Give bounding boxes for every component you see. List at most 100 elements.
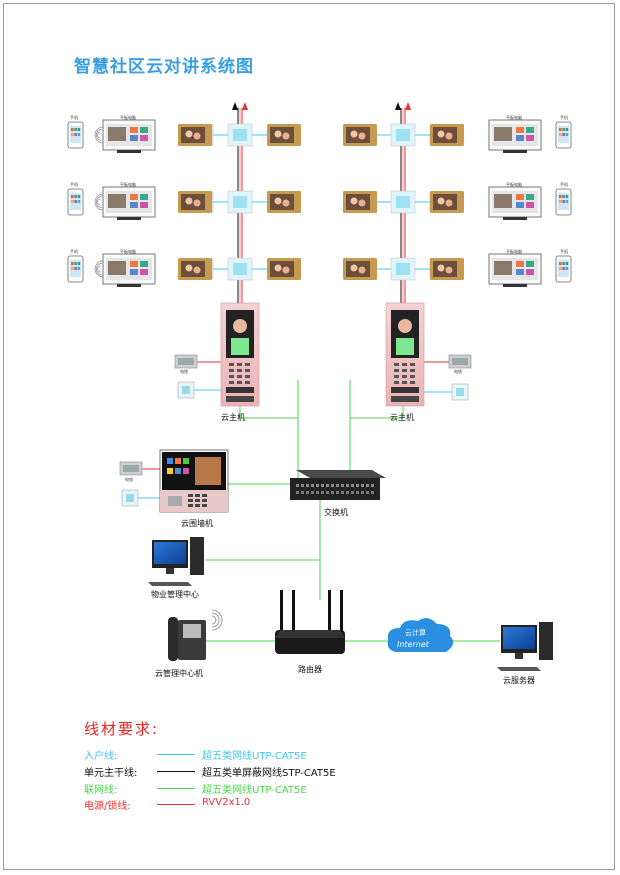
face-photo [398, 319, 412, 333]
router-antenna [292, 590, 295, 632]
switch-port [336, 491, 339, 494]
phone-app-icon [559, 133, 562, 136]
monitor-photo [282, 199, 290, 207]
switch-port [301, 491, 304, 494]
wifi-icon [95, 196, 102, 208]
phone-label: 手机 [560, 249, 568, 254]
legend-swatch [157, 804, 195, 805]
switch-port [331, 491, 334, 494]
wire [239, 380, 299, 478]
monitor-photo [445, 266, 453, 274]
wall-app-tile [167, 458, 173, 464]
legend-swatch [157, 754, 195, 755]
tablet-stand [503, 150, 527, 153]
keypad-key [202, 494, 207, 497]
switch-port [321, 484, 324, 487]
junction-box-face [396, 263, 410, 275]
page-border [3, 3, 615, 870]
tablet-label: 平板电脑 [506, 115, 522, 120]
keypad-key [410, 363, 415, 366]
indoor-monitor-screen [433, 127, 457, 143]
property-pc-stand [166, 568, 174, 574]
router-top [275, 630, 345, 638]
wall-app-tile [183, 468, 189, 474]
property-center-label: 物业管理中心 [151, 590, 199, 599]
phone-app-icon [71, 195, 74, 198]
switch-port [356, 491, 359, 494]
switch-port [311, 491, 314, 494]
keypad-key [410, 369, 415, 372]
wifi-icon [211, 609, 223, 631]
face-panel [396, 338, 414, 355]
cloud-wall-label: 云围墙机 [181, 519, 213, 528]
phone-app-icon [562, 200, 565, 203]
speaker-grille [226, 396, 254, 402]
switch-port [306, 484, 309, 487]
tablet-tile [130, 261, 138, 267]
indoor-monitor-screen [270, 194, 294, 210]
monitor-photo [437, 264, 445, 272]
tablet-tile [526, 269, 534, 275]
cloud-bubble-label-2: Internet [397, 640, 429, 649]
phone-app-icon [565, 133, 569, 136]
switch-port [316, 491, 319, 494]
lock-label: 电锁 [180, 369, 188, 374]
switch-port [296, 484, 299, 487]
tablet-tile [140, 269, 148, 275]
phone-app-icon [74, 262, 77, 265]
phone-app-icon [562, 267, 565, 270]
tablet-tile [526, 202, 534, 208]
tablet-label: 平板电脑 [506, 249, 522, 254]
phone-app-icon [559, 128, 562, 131]
keypad-key [195, 504, 200, 507]
wifi-icon [97, 265, 101, 273]
cloud-manager-label: 云管理中心机 [155, 669, 203, 678]
phone-app-icon [562, 262, 565, 265]
exit-button-face [456, 388, 464, 396]
cloud-host-right-label: 云主机 [390, 413, 414, 422]
tablet-tile [516, 135, 524, 141]
server-pc-tower [539, 622, 553, 660]
switch-port [371, 484, 374, 487]
monitor-photo [274, 197, 282, 205]
arrow-icon [395, 102, 401, 110]
monitor-photo [193, 132, 201, 140]
exit-button-face [126, 494, 134, 502]
phone-app-icon [74, 267, 77, 270]
keypad-key [237, 375, 242, 378]
wire [349, 380, 404, 470]
tablet-label: 平板电脑 [120, 182, 136, 187]
wifi-icon [211, 612, 220, 628]
monitor-photo [193, 266, 201, 274]
phone-label: 手机 [560, 115, 568, 120]
tablet-stand [117, 150, 141, 153]
switch-port [356, 484, 359, 487]
tablet-stand [503, 284, 527, 287]
keypad-key [237, 363, 242, 366]
wall-app-tile [167, 468, 173, 474]
tablet-photo [108, 127, 126, 141]
switch-top [296, 470, 386, 478]
arrow-icon [242, 102, 248, 110]
phone-app-icon [565, 128, 569, 131]
phone-app-icon [559, 200, 562, 203]
tablet-photo [494, 261, 512, 275]
switch-port [326, 491, 329, 494]
device-layer [67, 102, 572, 671]
phone-app-icon [77, 267, 81, 270]
keypad-key [195, 494, 200, 497]
card-reader [391, 387, 419, 393]
wall-photo [195, 457, 221, 485]
phone-app-icon [71, 133, 74, 136]
phone-app-icon [565, 200, 569, 203]
tablet-photo [108, 194, 126, 208]
arrow-icon [405, 102, 411, 110]
monitor-photo [282, 132, 290, 140]
indoor-monitor-screen [181, 194, 205, 210]
switch-label: 交换机 [324, 508, 348, 517]
indoor-monitor-screen [346, 127, 370, 143]
exit-button-face [182, 386, 190, 394]
keypad-key [410, 375, 415, 378]
wifi-icon [94, 193, 104, 211]
